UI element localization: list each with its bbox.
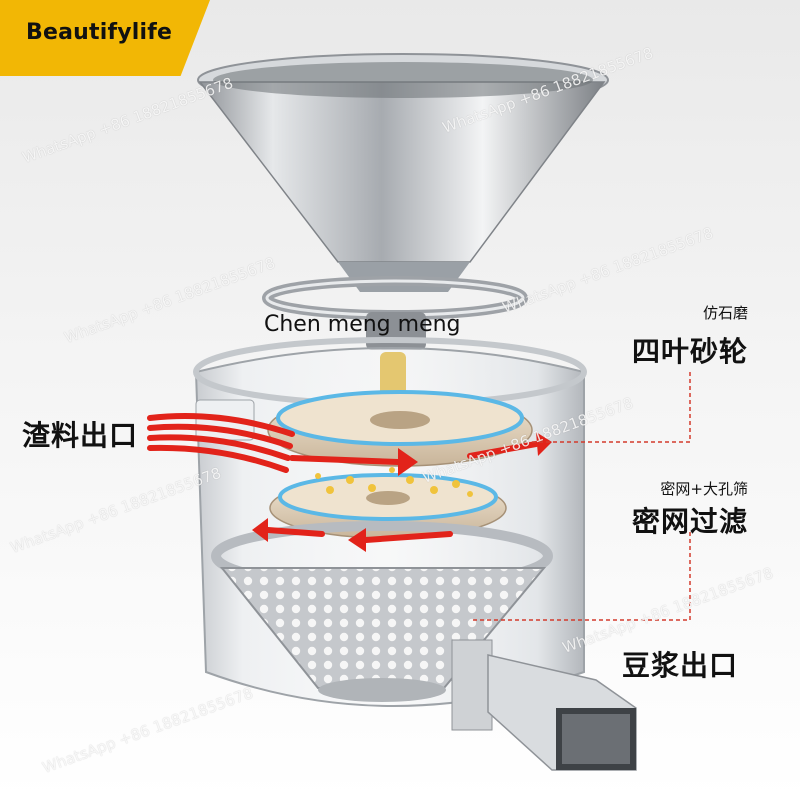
hopper-cone [198, 81, 606, 263]
milk-outlet-spout [451, 639, 637, 771]
flow-arrows [147, 413, 539, 543]
residue-outlet-label: 渣料出口 [22, 419, 139, 452]
grinder-main-label: 四叶砂轮 [631, 335, 748, 368]
brand-banner: Beautifylife [0, 0, 210, 76]
grinder-top-label: 仿石磨 [702, 304, 748, 322]
milk-outlet-label: 豆浆出口 [622, 649, 739, 682]
brand-name: Beautifylife [26, 20, 173, 45]
filter-main-label: 密网过滤 [631, 505, 748, 538]
caption: Chen meng meng [264, 312, 461, 337]
callout-leaders [470, 372, 691, 621]
filter-top-label: 密网+大孔筛 [660, 480, 748, 498]
